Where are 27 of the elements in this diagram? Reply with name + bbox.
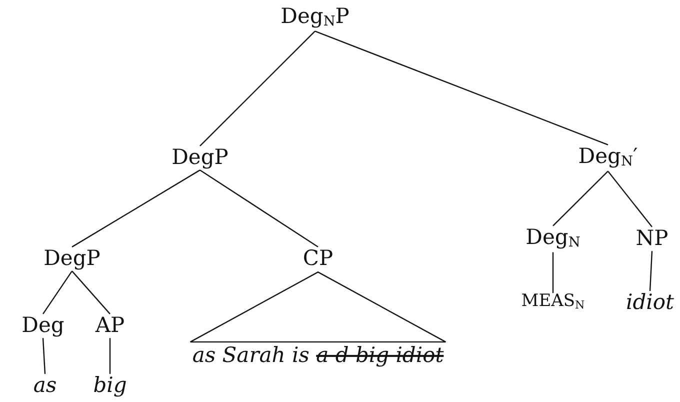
terminal-string: as Sarah is a d big idiot [192, 342, 444, 368]
terminal-word: MEAS$_{N}$ [521, 292, 585, 312]
tree-branch [200, 30, 316, 146]
category-label: NP [636, 226, 668, 250]
triangle-branch [190, 271, 446, 343]
tree-branch [608, 170, 652, 228]
terminal-word: idiot [626, 290, 674, 314]
tree-branch [42, 270, 72, 314]
category-label: AP [95, 312, 125, 338]
tree-branch [72, 170, 200, 248]
tree-branch [649, 251, 653, 291]
tree-branch [200, 170, 318, 248]
terminal-word: big [93, 372, 127, 398]
tree-branch [72, 270, 110, 314]
category-label: CP [302, 246, 334, 270]
tree-branch [109, 338, 111, 374]
category-label: Deg$_{N}$′ [578, 144, 638, 170]
category-label: Deg [22, 312, 64, 338]
tree-branch [552, 170, 608, 226]
tree-branch [42, 338, 46, 374]
tree-branch [552, 252, 554, 294]
tree-branch [314, 30, 608, 146]
terminal-word: as [33, 372, 57, 398]
category-label: Deg$_{N}$ [526, 224, 580, 252]
category-label: Deg$_{N}$P [280, 4, 350, 30]
category-label: DegP [44, 246, 100, 270]
category-label: DegP [172, 144, 228, 170]
